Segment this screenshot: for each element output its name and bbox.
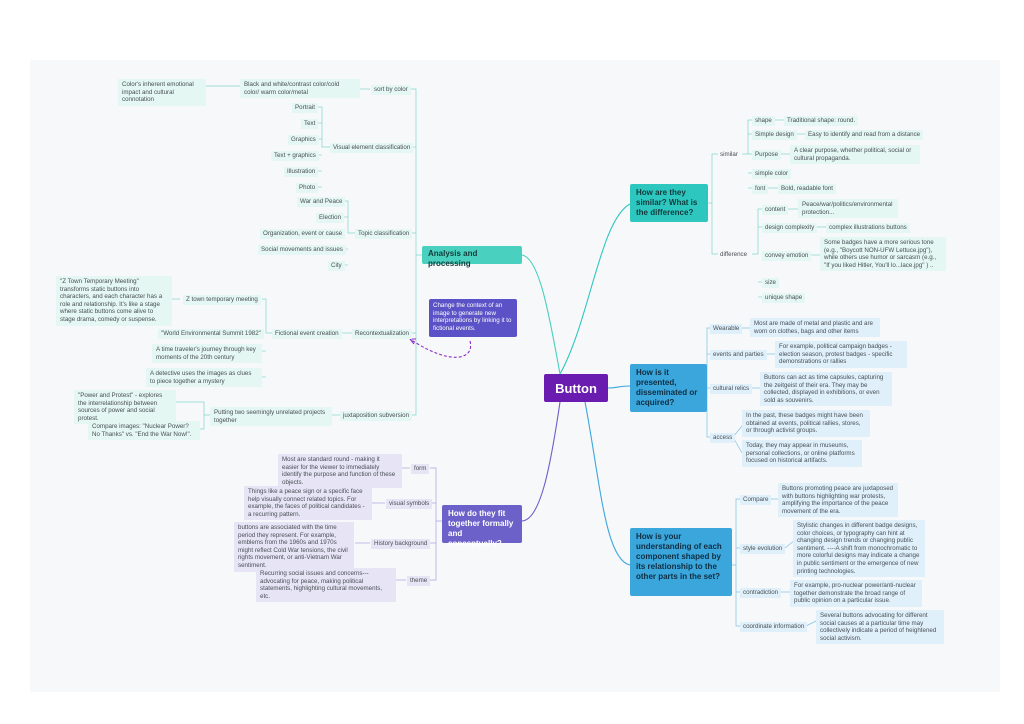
item-simple-color[interactable]: simple color [752,169,792,179]
item-contradiction[interactable]: contradiction [740,588,782,598]
note-visual-symbols: Things like a peace sign or a specific f… [244,486,372,521]
topic-item-social-movements[interactable]: Social movements and issues [258,245,346,255]
callout-arrow [409,338,472,358]
item-history-background[interactable]: History background [371,539,431,549]
visual-item-photo[interactable]: Photo [296,183,319,193]
item-events-parties[interactable]: events and parties [710,350,767,360]
topic-similar-difference[interactable]: How are they similar? What is the differ… [630,184,708,222]
item-theme[interactable]: theme [407,576,431,586]
visual-item-text[interactable]: Text [301,119,319,129]
topic-fit-together[interactable]: How do they fit together formally and co… [442,505,522,548]
item-form[interactable]: form [411,464,430,474]
item-purpose[interactable]: Purpose [752,150,782,160]
note-cultural-relics: Buttons can act as time capsules, captur… [760,372,892,407]
note-simple-design: Easy to identify and read from a distanc… [805,130,924,140]
note-content: Peace/war/politics/environmental protect… [798,199,898,219]
connector [559,203,631,375]
topic-presented[interactable]: How is it presented, disseminated or acq… [630,364,707,412]
topic-item-war-peace[interactable]: War and Peace [297,197,346,207]
visual-item-graphics[interactable]: Graphics [288,135,319,145]
note-wearable: Most are made of metal and plastic and a… [750,318,880,338]
item-style-evolution[interactable]: style evolution [740,544,786,554]
connector [521,401,561,522]
item-visual-symbols[interactable]: visual symbols [386,499,433,509]
connector [584,401,631,566]
note-color-impact: Color's inherent emotional impact and cu… [118,79,206,106]
item-design-complexity[interactable]: design complexity [762,223,818,233]
note-style-evolution: Stylistic changes in different badge des… [793,520,925,578]
note-nuclear-compare: Compare images: "Nuclear Power? No Thank… [88,421,200,441]
item-z-town-meeting[interactable]: Z town temporary meeting [183,295,261,305]
visual-item-text-graphics[interactable]: Text + graphics [271,151,319,161]
item-coordinate-information[interactable]: coordinate information [740,622,808,632]
topic-understanding[interactable]: How is your understanding of each compon… [630,528,732,596]
note-events-parties: For example, political campaign badges -… [775,341,907,368]
item-wearable[interactable]: Wearable [710,324,743,334]
note-coordinate-information: Several buttons advocating for different… [816,610,944,645]
item-convey-emotion[interactable]: convey emotion [762,251,812,261]
item-simple-design[interactable]: Simple design [752,130,797,140]
item-time-traveler[interactable]: A time traveler's journey through key mo… [152,344,262,364]
callout-recontextualization: Change the context of an image to genera… [429,299,517,337]
item-unique-shape[interactable]: unique shape [762,293,806,303]
item-visual-element-classification[interactable]: Visual element classification [330,143,414,153]
sub-difference[interactable]: difference [720,251,748,258]
topic-item-organization[interactable]: Organization, event or cause [260,229,346,239]
item-compare[interactable]: Compare [740,495,772,505]
topic-analysis-processing[interactable]: Analysis and processing [422,246,522,268]
item-world-environmental-summit[interactable]: "World Environmental Summit 1982" [158,329,264,339]
note-theme: Recurring social issues and concerns---a… [256,568,396,603]
visual-item-portrait[interactable]: Portrait [292,103,318,113]
item-content[interactable]: content [762,205,789,215]
item-juxtaposition-subversion[interactable]: juxtaposition subversion [340,411,413,421]
note-contradiction: For example, pro-nuclear power/anti-nucl… [790,580,922,607]
note-z-town-meeting: "Z Town Temporary Meeting" transforms st… [56,276,172,326]
note-power-protest: "Power and Protest" - explores the inter… [74,390,176,425]
topic-item-city[interactable]: City [328,261,345,271]
item-access[interactable]: access [710,433,736,443]
note-font: Bold, readable font [778,184,836,194]
note-form: Most are standard round - making it easi… [278,454,402,489]
item-detective[interactable]: A detective uses the images as clues to … [146,368,262,388]
item-font[interactable]: font [752,184,769,194]
note-compare: Buttons promoting peace are juxtaposed w… [778,483,898,518]
note-shape: Traditional shape: round. [784,116,859,126]
item-putting-together[interactable]: Putting two seemingly unrelated projects… [210,407,332,427]
note-history-background: buttons are associated with the time per… [234,522,354,572]
item-cultural-relics[interactable]: cultural relics [710,384,753,394]
item-color-types[interactable]: Black and white/contrast color/cold colo… [240,79,360,99]
item-sort-by-color[interactable]: sort by color [371,85,411,95]
item-size[interactable]: size [762,278,780,288]
item-fictional-event-creation[interactable]: Fictional event creation [272,329,342,339]
center-topic-button[interactable]: Button [544,374,608,402]
item-topic-classification[interactable]: Topic classification [355,229,413,239]
item-recontextualization[interactable]: Recontextualization [352,329,413,339]
note-convey-emotion: Some badges have a more serious tone (e.… [820,237,946,272]
note-access-today: Today, they may appear in museums, perso… [742,440,862,467]
sub-similar[interactable]: similar [720,151,738,158]
connector [521,254,561,375]
connector [607,385,631,389]
topic-item-election[interactable]: Election [316,213,345,223]
note-design-complexity: complex illustrations buttons [826,223,910,233]
note-access-past: In the past, these badges might have bee… [742,410,870,437]
visual-item-illustration[interactable]: Illustration [284,167,319,177]
item-shape[interactable]: shape [752,116,775,126]
note-purpose: A clear purpose, whether political, soci… [790,145,920,165]
